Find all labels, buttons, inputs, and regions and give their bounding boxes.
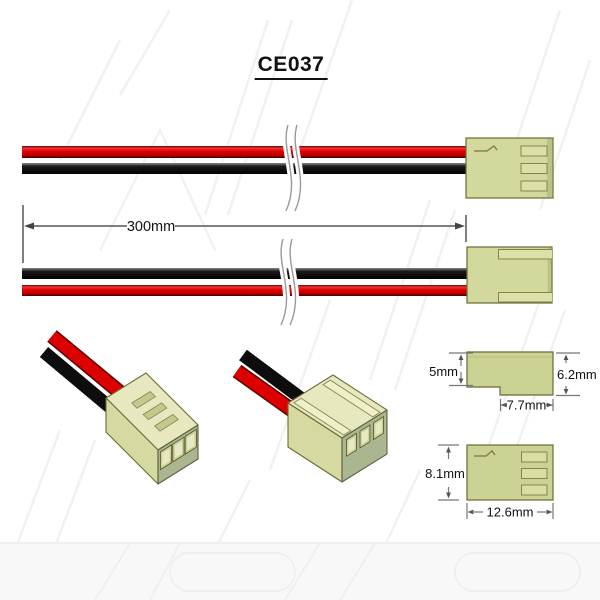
wire-red-bottom (22, 285, 467, 296)
connector-shadow-edge (547, 248, 552, 302)
connector-top-view-drawing: 8.1mm 12.6mm (425, 444, 554, 520)
connector-slot (520, 180, 548, 192)
side-view-profile (466, 351, 554, 396)
connector-plug-top-view (466, 246, 553, 304)
side-step-width-label: 7.7mm (507, 398, 547, 413)
socket-hole (162, 448, 170, 466)
wire-black-3d (239, 349, 306, 405)
pin-hole-inner (375, 420, 382, 436)
polarizing-groove (498, 249, 552, 260)
arrowhead-left (24, 222, 34, 230)
connector-slot (520, 145, 548, 157)
dimension-5mm: 5mm (429, 352, 473, 387)
socket-hole (187, 433, 195, 451)
latch-icon (474, 449, 496, 457)
top-slot (142, 402, 168, 421)
dimension-8-1mm: 8.1mm (425, 444, 465, 501)
connector-slot (521, 451, 548, 463)
cable-assembly-top (22, 123, 554, 213)
side-right-height-label: 6.2mm (557, 367, 597, 382)
dimension-300mm: 300mm (22, 205, 467, 263)
latch-icon (474, 144, 498, 152)
page-title: CE037 (254, 53, 328, 80)
top-slot (154, 413, 179, 432)
connector-slot (520, 163, 548, 174)
connector-slot (521, 468, 548, 479)
top-rail (322, 379, 381, 418)
arrowhead-right (455, 222, 465, 230)
connector-housing-top-view (465, 137, 554, 199)
top-slot (131, 390, 157, 409)
cable-assembly-bottom (22, 237, 553, 327)
polarizing-groove (498, 292, 552, 303)
connector-3d-rear-view (232, 349, 388, 483)
wire-black-top (22, 163, 466, 174)
socket-hole (174, 441, 182, 458)
top-rail (293, 397, 352, 436)
top-height-label: 8.1mm (425, 466, 465, 481)
cable-length-label: 300mm (127, 219, 175, 235)
wire-red-top (22, 146, 466, 158)
pin-hole-inner (361, 428, 369, 445)
connector-shadow-edge (547, 139, 553, 197)
dimension-12-6mm: 12.6mm (466, 503, 554, 520)
dimension-6-2mm: 6.2mm (556, 352, 597, 397)
connector-slot (521, 484, 548, 496)
pin-hole-inner (348, 437, 355, 453)
dimension-7-7mm: 7.7mm (499, 398, 554, 413)
wire-break-symbol-bottom (277, 237, 300, 327)
wire-black-bottom (22, 268, 467, 279)
connector-3d-front-view (39, 330, 199, 485)
wire-red-3d (233, 366, 300, 418)
side-left-height-label: 5mm (429, 364, 458, 379)
wire-break-symbol-top (282, 123, 305, 213)
top-width-label: 12.6mm (487, 505, 534, 520)
connector-side-view-drawing: 5mm 6.2mm 7.7mm (429, 351, 597, 413)
